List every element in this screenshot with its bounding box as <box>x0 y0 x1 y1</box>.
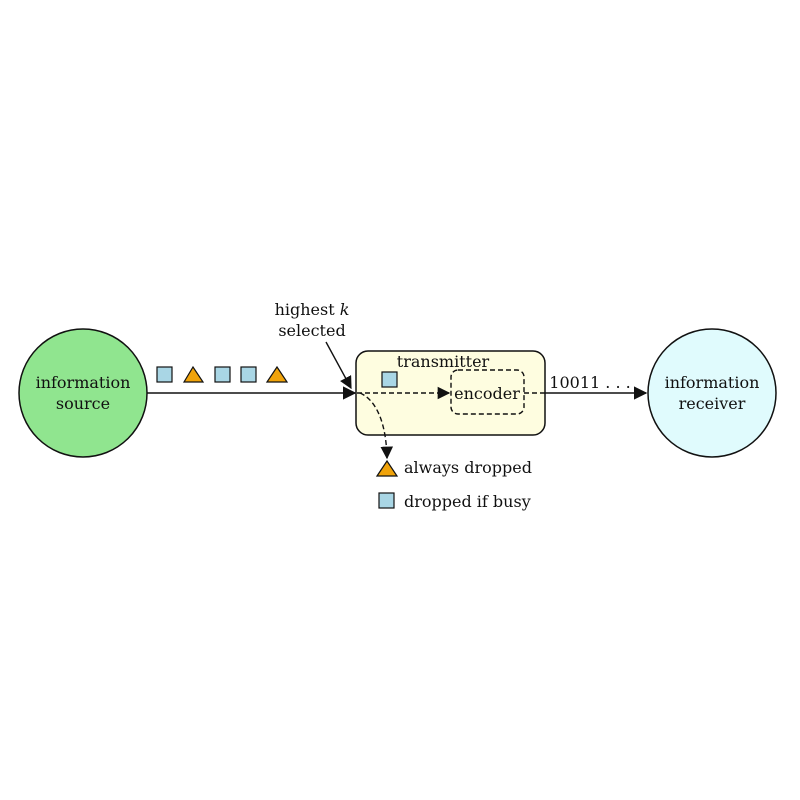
selector-annotation: highest k selected <box>275 300 352 390</box>
encoder-label: encoder <box>454 384 520 403</box>
packet-triangle <box>265 365 289 383</box>
buffered-packet-square <box>381 371 398 388</box>
encoder-box <box>450 369 525 415</box>
selector-note-line1: highest k <box>275 300 350 319</box>
legend-dropped-if-busy-label: dropped if busy <box>404 492 531 511</box>
output-bits-label: 10011 . . . <box>549 373 630 392</box>
packet-square <box>156 366 173 383</box>
drop-dashed-arrow <box>359 392 394 460</box>
receiver-label-line2: receiver <box>679 394 746 413</box>
packet-square <box>214 366 231 383</box>
source-label-line2: source <box>56 394 110 413</box>
legend: always dropped dropped if busy <box>375 458 532 511</box>
selector-pointer-arrow <box>325 341 352 390</box>
encoder-block: encoder <box>450 369 525 415</box>
packet-queue <box>156 365 289 383</box>
information-receiver-node: information receiver <box>647 328 777 458</box>
information-source-node: information source <box>18 328 148 458</box>
legend-triangle-symbol <box>375 459 399 477</box>
selector-note-line2: selected <box>278 321 345 340</box>
transmitter-label: transmitter <box>397 352 490 371</box>
packet-triangle <box>182 365 205 383</box>
packet-square <box>240 366 257 383</box>
source-circle <box>18 328 148 458</box>
receiver-label-line1: information <box>665 373 760 392</box>
legend-square-symbol <box>378 492 395 509</box>
receiver-circle <box>647 328 777 458</box>
source-label-line1: information <box>36 373 131 392</box>
legend-always-dropped-label: always dropped <box>404 458 532 477</box>
